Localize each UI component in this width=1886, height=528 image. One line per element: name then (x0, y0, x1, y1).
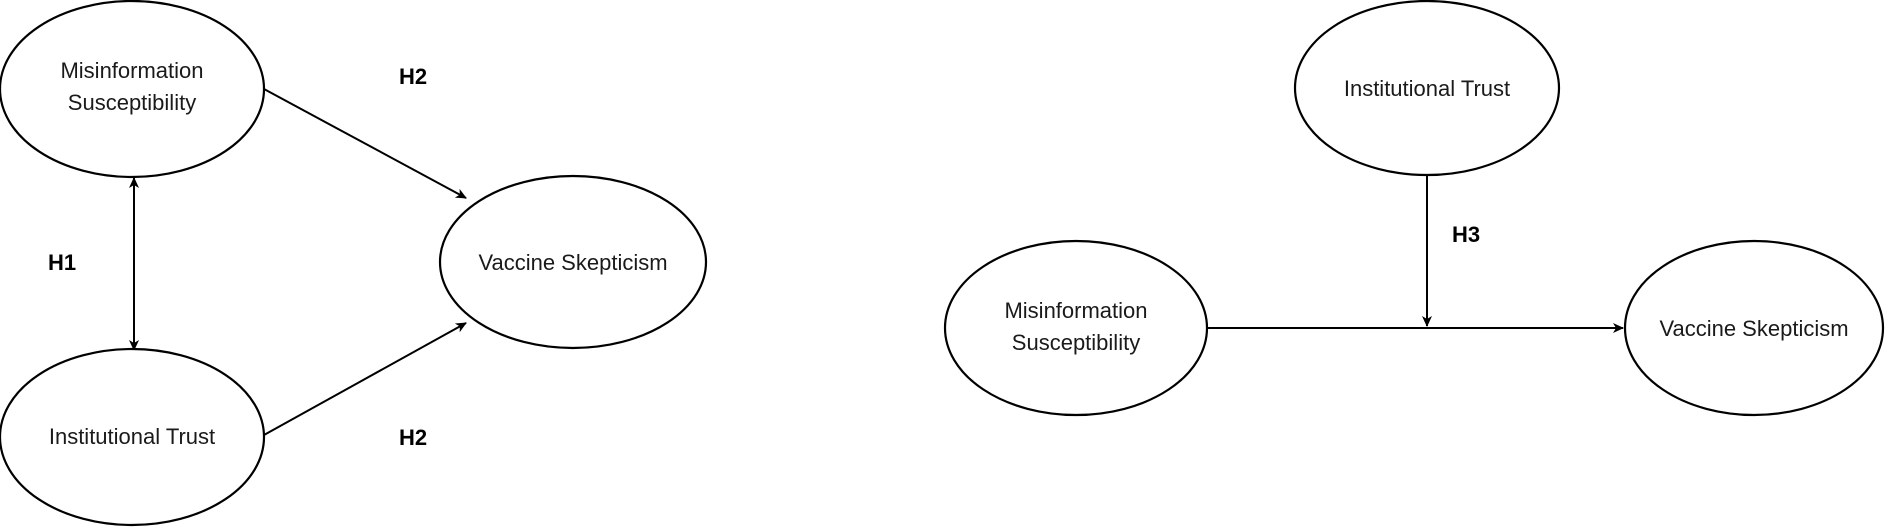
node-label-line2: Susceptibility (68, 90, 196, 115)
right-model: Institutional Trust Misinformation Susce… (943, 0, 1885, 417)
node-label: Institutional Trust (1344, 76, 1510, 101)
left-model: Misinformation Susceptibility Institutio… (0, 0, 708, 527)
edge-h2-misinformation-to-skepticism (263, 88, 467, 199)
node-label-line1: Misinformation (1004, 298, 1147, 323)
node-misinformation-susceptibility-right: Misinformation Susceptibility (943, 239, 1209, 417)
hypothesis-label-h1: H1 (48, 250, 76, 275)
node-label: Vaccine Skepticism (478, 250, 667, 275)
node-institutional-trust-right: Institutional Trust (1293, 0, 1561, 177)
node-label: Vaccine Skepticism (1659, 316, 1848, 341)
edge-h2-trust-to-skepticism (263, 322, 467, 436)
node-vaccine-skepticism-left: Vaccine Skepticism (438, 174, 708, 350)
node-vaccine-skepticism-right: Vaccine Skepticism (1623, 239, 1885, 417)
hypothesis-label-h2-top: H2 (399, 64, 427, 89)
node-misinformation-susceptibility-left: Misinformation Susceptibility (0, 0, 266, 179)
node-label: Institutional Trust (49, 424, 215, 449)
node-institutional-trust-left: Institutional Trust (0, 347, 266, 527)
node-label-line1: Misinformation (60, 58, 203, 83)
hypothesis-label-h2-bottom: H2 (399, 425, 427, 450)
node-label-line2: Susceptibility (1012, 330, 1140, 355)
hypothesis-label-h3: H3 (1452, 222, 1480, 247)
